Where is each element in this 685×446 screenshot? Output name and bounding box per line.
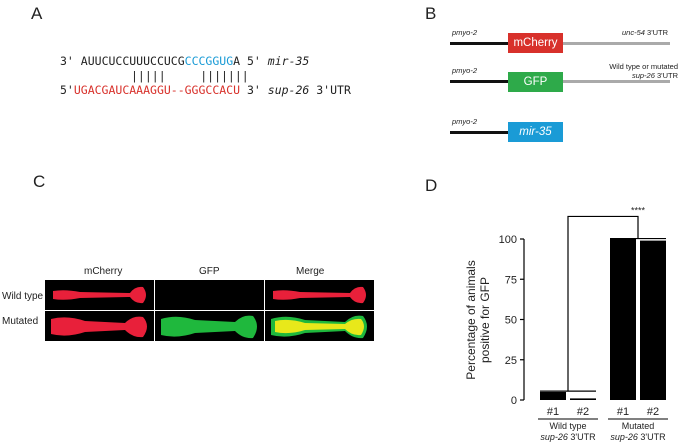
mir35-seq-end: A: [233, 54, 241, 68]
group-label: Wild type: [549, 421, 586, 431]
significance-bracket: [567, 215, 639, 392]
utr-line-2: [563, 80, 670, 83]
mir35-seq-black: AUUCUCCUUUCCUCG: [80, 54, 185, 68]
x-tick-label: #1: [547, 406, 559, 418]
col-label-merge: Merge: [296, 266, 325, 277]
mir35-3prime: 3': [60, 54, 74, 68]
panel-letter-c: C: [33, 172, 46, 191]
sup26-3prime: 3': [246, 83, 261, 97]
y-tick-label: 75: [505, 274, 517, 286]
image-wildtype-mcherry: [45, 280, 154, 310]
y-axis-label: Percentage of animalspositive for GFP: [464, 260, 492, 379]
y-tick-label: 50: [505, 315, 517, 327]
worm-red-wt: [53, 286, 146, 304]
mir35-5prime: 5': [247, 54, 261, 68]
worm-green-mut: [161, 315, 257, 339]
promoter-line-1: [450, 42, 510, 45]
image-wildtype-gfp: [155, 280, 264, 310]
promoter-label-2: pmyo-2: [452, 66, 478, 75]
unc54-name: unc-54: [622, 28, 645, 37]
row-label-mutated: Mutated: [2, 316, 39, 327]
promoter-label-1: pmyo-2: [452, 28, 478, 37]
group-utr-label: sup-26 3'UTR: [540, 432, 596, 442]
x-tick-label: #1: [617, 406, 629, 418]
col-label-gfp: GFP: [199, 266, 220, 277]
mir35-box: mir-35: [508, 122, 563, 142]
panel-letter-a: A: [31, 4, 43, 23]
worm-merge-wt: [273, 286, 366, 304]
x-tick-label: #2: [647, 406, 659, 418]
row-label-wildtype: Wild type: [2, 291, 44, 302]
y-tick-label: 0: [511, 395, 517, 407]
significance-stars: ****: [631, 205, 646, 215]
gfp-box: GFP: [508, 72, 563, 92]
worm-red-mut: [51, 316, 147, 338]
image-wildtype-merge: [265, 280, 374, 310]
y-tick-label: 100: [499, 234, 517, 246]
promoter-line-3: [450, 131, 510, 134]
image-mutated-gfp: [155, 311, 264, 341]
utr-label-2-line1: Wild type or mutated: [609, 62, 678, 71]
x-tick-label: #2: [577, 406, 589, 418]
sup26-name: sup-26: [267, 83, 310, 97]
bar: [570, 398, 596, 400]
promoter-label-3: pmyo-2: [452, 117, 478, 126]
mir35-seed: CCCGGUG: [184, 54, 234, 68]
y-tick-label: 25: [505, 355, 517, 367]
sup26-seq: UGACGAUCAAAGGU--GGGCCACU: [73, 83, 241, 97]
col-label-mcherry: mCherry: [84, 266, 123, 277]
utr-suffix-2: 3'UTR: [656, 71, 678, 80]
group-utr-label: sup-26 3'UTR: [610, 432, 666, 442]
sup26-utr: 3'UTR: [316, 83, 351, 97]
panel-letter-d: D: [425, 176, 438, 195]
sup26-utr-name: sup-26: [631, 71, 655, 80]
promoter-line-2: [450, 80, 510, 83]
worm-merge-mut: [271, 315, 367, 339]
panel-letter-b: B: [425, 4, 437, 23]
base-pairing-lines: ||||| |||||||: [131, 69, 249, 83]
utr-suffix-1: 3'UTR: [647, 28, 669, 37]
mir35-sequence-line: 3' AUUCUCCUUUCCUCGCCCGGUGA 5' mir-35: [60, 54, 309, 68]
sup26-5prime: 5': [60, 83, 74, 97]
bar: [640, 240, 666, 400]
utr-line-1: [563, 42, 670, 45]
mir35-name: mir-35: [267, 54, 310, 68]
bar: [540, 391, 566, 400]
image-mutated-mcherry: [45, 311, 154, 341]
bar: [610, 239, 636, 400]
utr-label-1: unc-54 3'UTR: [622, 28, 668, 37]
image-mutated-merge: [265, 311, 374, 341]
sup26-sequence-line: 5'UGACGAUCAAAGGU--GGGCCACU 3' sup-26 3'U…: [60, 83, 351, 97]
group-label: Mutated: [622, 421, 655, 431]
mcherry-box: mCherry: [508, 33, 563, 53]
